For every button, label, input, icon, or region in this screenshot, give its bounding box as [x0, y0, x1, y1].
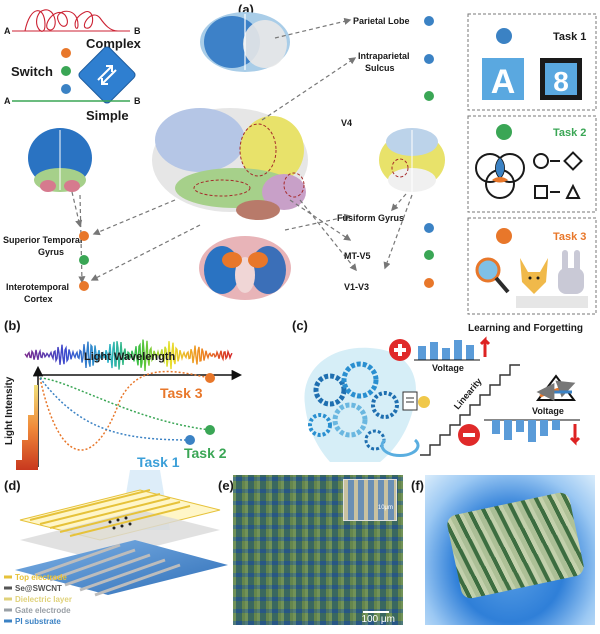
- label-mt-v5: MT-V5: [344, 251, 371, 261]
- dot-parietal: [424, 16, 434, 26]
- task2-marker: [205, 425, 215, 435]
- label-interotemporal-1: Interotemporal: [6, 282, 69, 292]
- task2-box: Task 2: [467, 115, 597, 213]
- label-intraparietal-2: Sulcus: [365, 63, 395, 73]
- task1-curve-label: Task 1: [137, 454, 180, 470]
- brain-top-view: [200, 12, 290, 72]
- dot-interotemporal: [79, 281, 89, 291]
- task3-box: Task 3: [467, 217, 597, 315]
- task1-marker: [185, 435, 195, 445]
- flexible-film: [445, 490, 586, 601]
- panel-label-c: (c): [292, 318, 308, 333]
- linearity-label: Linearity: [452, 376, 484, 411]
- scale-bar: [363, 611, 389, 613]
- venn-icon: [475, 153, 525, 199]
- voltage-label-top: Voltage: [432, 363, 464, 373]
- endpoint-a-top: A: [4, 26, 11, 36]
- label-interotemporal-2: Cortex: [24, 294, 53, 304]
- magnifier-icon: [475, 257, 510, 294]
- task3-curve-label: Task 3: [160, 385, 203, 401]
- simple-label: Simple: [86, 108, 129, 123]
- digit-8-icon: 8: [553, 66, 569, 97]
- region-arrows: [71, 17, 413, 284]
- plus-icon: [389, 339, 411, 361]
- device-stack: [15, 470, 228, 597]
- triangle-arrows-icon: [536, 374, 576, 401]
- task2-curve-label: Task 2: [184, 445, 227, 461]
- label-fusiform-gyrus: Fusiform Gyrus: [337, 213, 404, 223]
- dot-sup-temporal: [79, 231, 89, 241]
- minus-icon: [458, 424, 480, 446]
- label-v1-v3: V1-V3: [344, 282, 369, 292]
- label-parietal-lobe: Parietal Lobe: [353, 16, 410, 26]
- depression-bars: [492, 420, 560, 442]
- dot-v4-green: [424, 91, 434, 101]
- legend-item: Gate electrode: [15, 606, 71, 615]
- panel-label-e: (e): [218, 478, 234, 493]
- learning-forgetting-title: Learning and Forgetting: [468, 323, 583, 334]
- letter-a-icon: A: [491, 63, 516, 101]
- dot-fusiform: [424, 223, 434, 233]
- switch-icon: [78, 46, 136, 104]
- task1-box: Task 1 A 8: [467, 13, 597, 111]
- label-v4: V4: [341, 118, 352, 128]
- fox-icon: [520, 258, 548, 294]
- label-intraparietal-1: Intraparietal: [358, 51, 410, 61]
- brain-front-view: [28, 128, 92, 192]
- brick-wall: [516, 296, 588, 308]
- endpoint-b-top: B: [134, 26, 141, 36]
- label-sup-temporal-1: Superior Temporal: [3, 235, 82, 245]
- legend-item: Dielectric layer: [15, 595, 72, 604]
- dot-mtv5: [424, 250, 434, 260]
- micrograph-image: 10μm 100 μm: [233, 475, 403, 625]
- document-hand-icon: [402, 391, 430, 411]
- brain-back-view: [379, 128, 445, 192]
- light-wavelength-waveform: [24, 339, 233, 372]
- rabbit-icon: [558, 250, 584, 294]
- label-sup-temporal-2: Gyrus: [38, 247, 64, 257]
- dot-v1v3: [424, 278, 434, 288]
- endpoint-a-bottom: A: [4, 96, 11, 106]
- endpoint-b-bottom: B: [134, 96, 141, 106]
- light-intensity-label: Light Intensity: [4, 376, 15, 445]
- potentiation-bars: [418, 340, 474, 360]
- panel-label-d: (d): [4, 478, 21, 493]
- gears-head-icon: [304, 347, 420, 462]
- dot-sup-temporal-green: [79, 255, 89, 265]
- task2-label: Task 2: [553, 127, 586, 139]
- light-wavelength-title: Light Wavelength: [84, 351, 176, 363]
- dot-blue: [61, 84, 71, 94]
- brain-bottom-view: [199, 236, 291, 300]
- task-curves: [39, 370, 211, 451]
- dot-orange: [61, 48, 71, 58]
- task1-label: Task 1: [553, 31, 586, 43]
- brain-lateral-view: [152, 108, 308, 220]
- legend-item: PI substrate: [15, 617, 61, 626]
- up-arrow-icon: [479, 336, 491, 357]
- switch-label: Switch: [11, 64, 53, 79]
- dot-intraparietal: [424, 54, 434, 64]
- down-arrow-icon: [569, 424, 581, 446]
- intensity-staircase: [16, 385, 38, 470]
- voltage-label-bottom: Voltage: [532, 406, 564, 416]
- scale-label: 100 μm: [361, 614, 395, 625]
- panel-label-f: (f): [411, 478, 424, 493]
- legend-item: Se@SWCNT: [15, 584, 62, 593]
- complex-label: Complex: [86, 36, 142, 51]
- complex-simple-switch: A B Complex Switch A B Simple: [4, 9, 142, 123]
- task3-marker: [205, 373, 215, 383]
- legend-item: Top electrode: [15, 573, 67, 582]
- micrograph-inset: [343, 479, 397, 521]
- flexible-device-photo: [425, 475, 595, 625]
- dot-green: [61, 66, 71, 76]
- inset-scale-label: 10μm: [377, 505, 393, 511]
- tangled-curve: [24, 9, 119, 32]
- panel-label-b: (b): [4, 318, 21, 333]
- task3-label: Task 3: [553, 231, 586, 243]
- shapes-icon: [533, 151, 583, 199]
